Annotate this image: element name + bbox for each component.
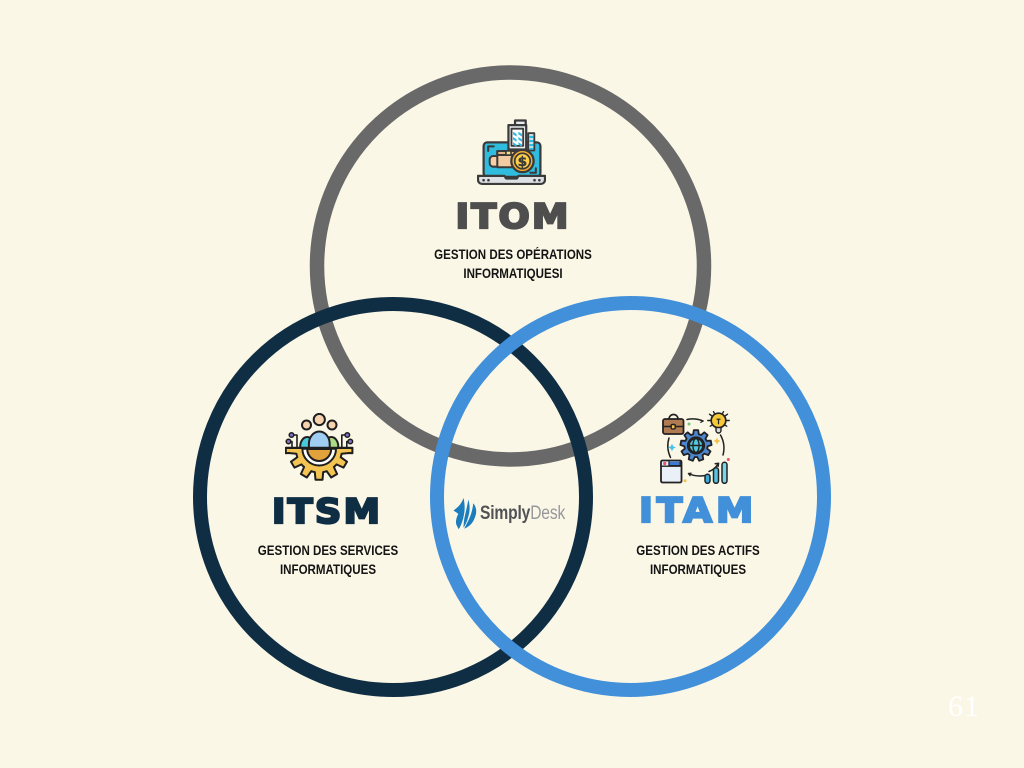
itom-circle <box>309 65 712 467</box>
dollar-sign: $ <box>518 154 528 170</box>
itam-subtitle-line2: INFORMATIQUES <box>649 561 747 577</box>
logo-simply: Simply <box>480 502 531 524</box>
itam-subtitle-line1: GESTION DES ACTIFS <box>636 542 760 558</box>
itsm-circle <box>193 297 593 697</box>
simplydesk-logo-text: SimplyDesk <box>480 499 565 528</box>
itsm-subtitle-line1: GESTION DES SERVICES <box>257 542 399 558</box>
itom-subtitle-line1: GESTION DES OPÉRATIONS <box>434 247 592 262</box>
itsm-title: ITSM <box>271 492 383 532</box>
itom-subtitle: GESTION DES OPÉRATIONS INFORMATIQUESI <box>363 245 663 283</box>
itam-circle <box>430 296 831 697</box>
page-number: 61 <box>948 690 980 723</box>
itam-title: ITAM <box>638 491 758 531</box>
logo-desk: Desk <box>530 502 566 524</box>
asset-cycle-icon <box>660 411 730 485</box>
simplydesk-logo-icon <box>453 498 477 530</box>
itam-subtitle: GESTION DES ACTIFS INFORMATIQUES <box>548 541 848 579</box>
gear-team-icon <box>285 413 354 481</box>
itsm-subtitle: GESTION DES SERVICES INFORMATIQUES <box>178 541 478 579</box>
itom-title: ITOM <box>454 197 571 237</box>
laptop-buildings-dollar-icon: $ <box>477 119 546 186</box>
itsm-subtitle-line2: INFORMATIQUES <box>279 561 377 577</box>
itom-subtitle-line2: INFORMATIQUESI <box>463 266 563 282</box>
